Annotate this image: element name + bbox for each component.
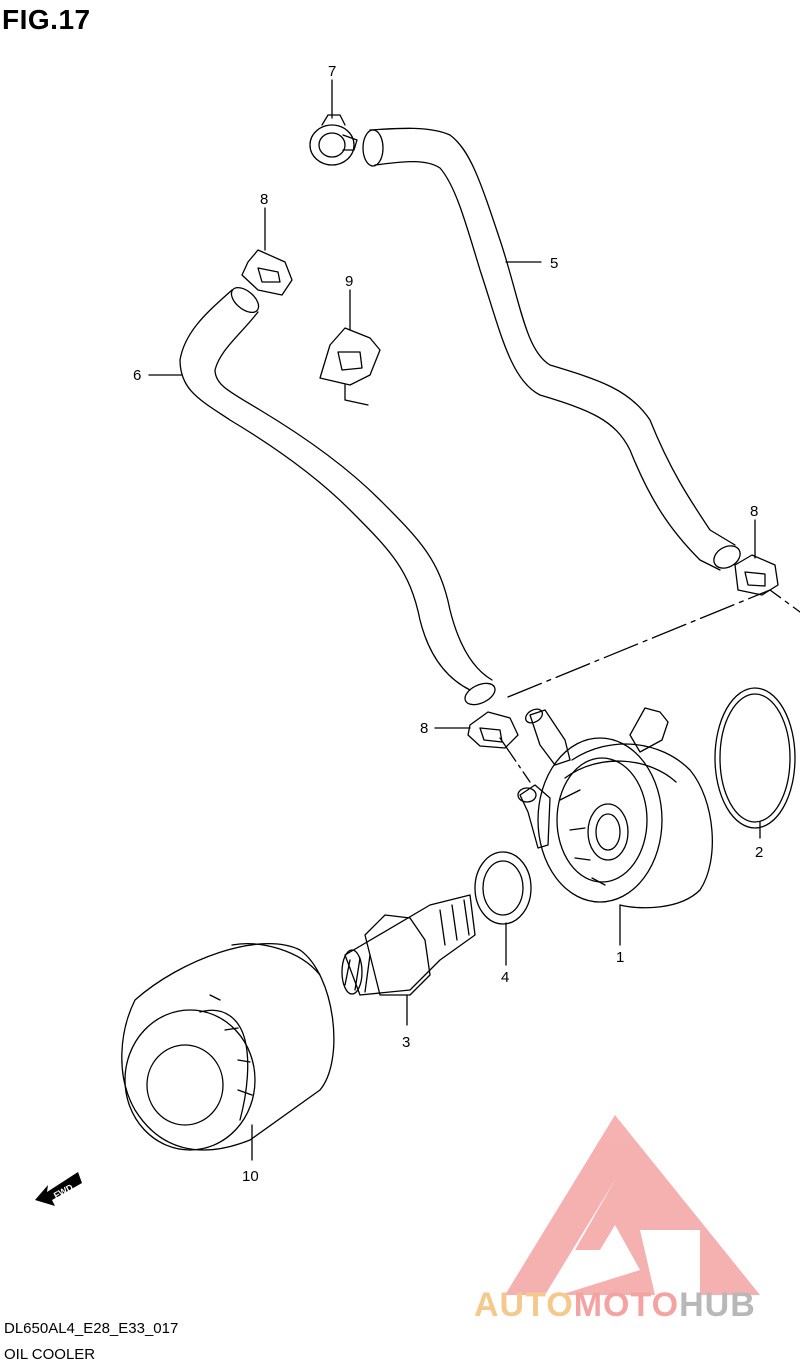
diagram-code: DL650AL4_E28_E33_017 [4, 1320, 179, 1337]
callout-1: 1 [616, 949, 624, 966]
watermark-part-moto: MOTO [573, 1286, 680, 1324]
watermark-text: AUTOMOTOHUB [474, 1286, 756, 1325]
oil-filter-10 [121, 942, 335, 1151]
callout-2: 2 [755, 844, 763, 861]
oil-cooler-1 [517, 707, 713, 909]
callout-7: 7 [328, 63, 336, 80]
clamp-8-right [734, 554, 779, 596]
figure-title: FIG.17 [2, 4, 91, 35]
gasket-4 [474, 851, 532, 925]
callout-8-lower: 8 [420, 720, 428, 737]
clamp-7 [309, 114, 358, 166]
callout-8-right: 8 [750, 503, 758, 520]
callout-10: 10 [242, 1168, 259, 1185]
callout-4: 4 [501, 969, 509, 986]
callout-6: 6 [133, 367, 141, 384]
clamp-8-lower [467, 711, 519, 749]
watermark-logo-icon [505, 1115, 760, 1295]
watermark-part-hub: HUB [679, 1286, 756, 1324]
clamp-9 [319, 327, 381, 406]
forward-arrow-icon: FWD [35, 1172, 82, 1206]
hose-6 [179, 286, 496, 706]
callout-8-upper: 8 [260, 191, 268, 208]
callout-3: 3 [402, 1034, 410, 1051]
o-ring-2 [714, 687, 796, 829]
union-bolt-3 [341, 894, 476, 996]
diagram-caption: OIL COOLER [4, 1346, 96, 1363]
clamp-8-upper [241, 249, 293, 296]
hose-5 [362, 127, 741, 571]
callout-5: 5 [550, 255, 558, 272]
watermark-part-auto: AUTO [474, 1286, 574, 1324]
callout-9: 9 [345, 273, 353, 290]
